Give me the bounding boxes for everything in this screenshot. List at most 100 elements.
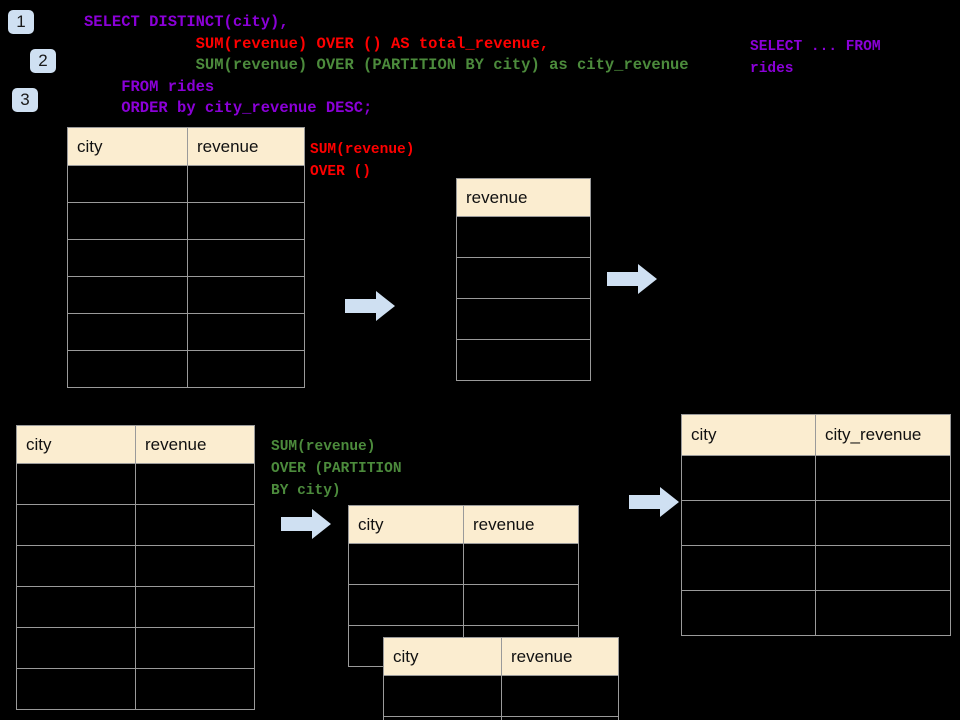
sql-line-2: SUM(revenue) OVER () AS total_revenue, [84, 34, 550, 53]
table-cell [456, 298, 591, 340]
table-cell [135, 504, 255, 546]
table-cell [135, 627, 255, 669]
column-header-revenue: revenue [456, 178, 591, 217]
step-badge-3: 3 [12, 88, 38, 112]
table-cell [815, 500, 951, 546]
table-row [681, 545, 951, 591]
table-row [348, 543, 579, 585]
table-row [67, 313, 305, 351]
table-row [16, 668, 255, 710]
table-cell [501, 675, 619, 717]
table-row [456, 339, 591, 381]
table-row [16, 627, 255, 669]
sql-line-5: ORDER by city_revenue DESC; [84, 99, 373, 117]
table-row [67, 350, 305, 388]
column-header-revenue: revenue [501, 637, 619, 676]
table-cell [815, 455, 951, 501]
table-row [67, 202, 305, 240]
table-cell [187, 313, 305, 351]
table-row [67, 165, 305, 203]
table-header-row: revenue [456, 178, 591, 217]
table-cell [348, 584, 464, 626]
column-header-city: city [67, 127, 188, 166]
table-cell [187, 276, 305, 314]
column-header-city: city [383, 637, 502, 676]
table-cell [16, 504, 136, 546]
table-cell [456, 339, 591, 381]
table-cell [135, 668, 255, 710]
table-cell [16, 463, 136, 505]
table-cell [463, 543, 579, 585]
column-header-city: city [348, 505, 464, 544]
arrow-partition-to-result-icon [629, 486, 679, 518]
table-row [16, 545, 255, 587]
table-row [16, 586, 255, 628]
table-cell [681, 455, 816, 501]
column-header-revenue: revenue [463, 505, 579, 544]
table-row [67, 276, 305, 314]
table-row [681, 590, 951, 636]
table-row [383, 716, 619, 720]
table-row [383, 675, 619, 717]
table-cell [187, 350, 305, 388]
arrow-source-to-partition-icon [281, 508, 331, 540]
table-row [681, 500, 951, 546]
table-cell [681, 500, 816, 546]
table-cell [187, 239, 305, 277]
table-row [348, 584, 579, 626]
table-cell [16, 627, 136, 669]
column-header-revenue: revenue [187, 127, 305, 166]
table-row [681, 455, 951, 501]
table-row [456, 216, 591, 258]
table-cell [16, 668, 136, 710]
table-cell [681, 545, 816, 591]
table-cell [67, 276, 188, 314]
table-row [16, 463, 255, 505]
column-header-city: city [16, 425, 136, 464]
table-cell [348, 543, 464, 585]
table-cell [383, 716, 502, 720]
annotation-select-from-rides: SELECT ... FROM rides [750, 39, 881, 77]
table-cell [456, 257, 591, 299]
table-row [67, 239, 305, 277]
table-row [456, 298, 591, 340]
table-cell [187, 202, 305, 240]
table-cell [501, 716, 619, 720]
table-cell [383, 675, 502, 717]
arrow-total-to-result-icon [607, 263, 657, 295]
column-header-city_revenue: city_revenue [815, 414, 951, 456]
table-cell [463, 584, 579, 626]
table-cell [135, 545, 255, 587]
table-cell [815, 590, 951, 636]
table-cell [681, 590, 816, 636]
table-row [16, 504, 255, 546]
step-badge-2: 2 [30, 49, 56, 73]
table-cell [67, 202, 188, 240]
sql-line-4: FROM rides [84, 77, 215, 96]
table-cell [16, 586, 136, 628]
table-cell [135, 463, 255, 505]
table-total-revenue: revenue [456, 178, 591, 381]
table-cell [67, 313, 188, 351]
sql-line-1: SELECT DISTINCT(city), [84, 13, 289, 31]
table-cell [135, 586, 255, 628]
annotation-sum-over-empty: SUM(revenue) OVER () [310, 142, 415, 180]
column-header-revenue: revenue [135, 425, 255, 464]
annotation-sum-over-partition: SUM(revenue) OVER (PARTITION BY city) [271, 439, 402, 499]
sql-query-block: SELECT DISTINCT(city), SUM(revenue) OVER… [84, 12, 689, 120]
table-cell [815, 545, 951, 591]
table-cell [16, 545, 136, 587]
table-cell [187, 165, 305, 203]
arrow-source-to-total-icon [345, 290, 395, 322]
table-cell [456, 216, 591, 258]
